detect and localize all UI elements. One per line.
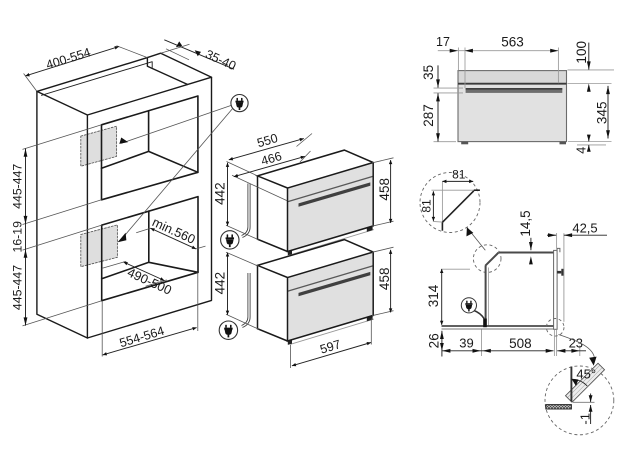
svg-text:490-500: 490-500	[125, 265, 174, 298]
svg-text:508: 508	[509, 336, 532, 351]
svg-text:345: 345	[594, 102, 609, 125]
svg-text:81: 81	[452, 168, 466, 182]
svg-text:597: 597	[318, 337, 342, 356]
svg-text:442: 442	[213, 182, 228, 205]
svg-text:563: 563	[501, 35, 524, 50]
svg-text:554-564: 554-564	[118, 324, 166, 350]
svg-text:458: 458	[377, 268, 392, 291]
svg-text:-1: -1	[578, 413, 593, 425]
svg-text:100: 100	[574, 41, 589, 64]
svg-text:17: 17	[436, 35, 450, 49]
svg-text:26: 26	[426, 333, 441, 348]
svg-text:81: 81	[419, 199, 433, 213]
svg-text:466: 466	[259, 149, 283, 168]
svg-text:445-447: 445-447	[10, 164, 24, 209]
svg-text:287: 287	[421, 104, 436, 127]
svg-text:39: 39	[459, 335, 473, 350]
svg-text:445-447: 445-447	[10, 265, 24, 310]
svg-text:4: 4	[574, 147, 588, 154]
svg-text:min.560: min.560	[150, 214, 198, 247]
svg-text:35: 35	[421, 65, 436, 80]
svg-text:314: 314	[426, 284, 441, 307]
svg-text:42,5: 42,5	[572, 221, 597, 236]
svg-text:400-554: 400-554	[44, 45, 92, 72]
svg-text:458: 458	[377, 178, 392, 201]
svg-text:442: 442	[213, 272, 228, 295]
svg-text:16-19: 16-19	[10, 221, 24, 253]
svg-text:14,5: 14,5	[518, 210, 533, 236]
svg-text:550: 550	[255, 131, 279, 150]
svg-text:45°: 45°	[576, 366, 596, 381]
svg-text:35-40: 35-40	[203, 47, 238, 73]
